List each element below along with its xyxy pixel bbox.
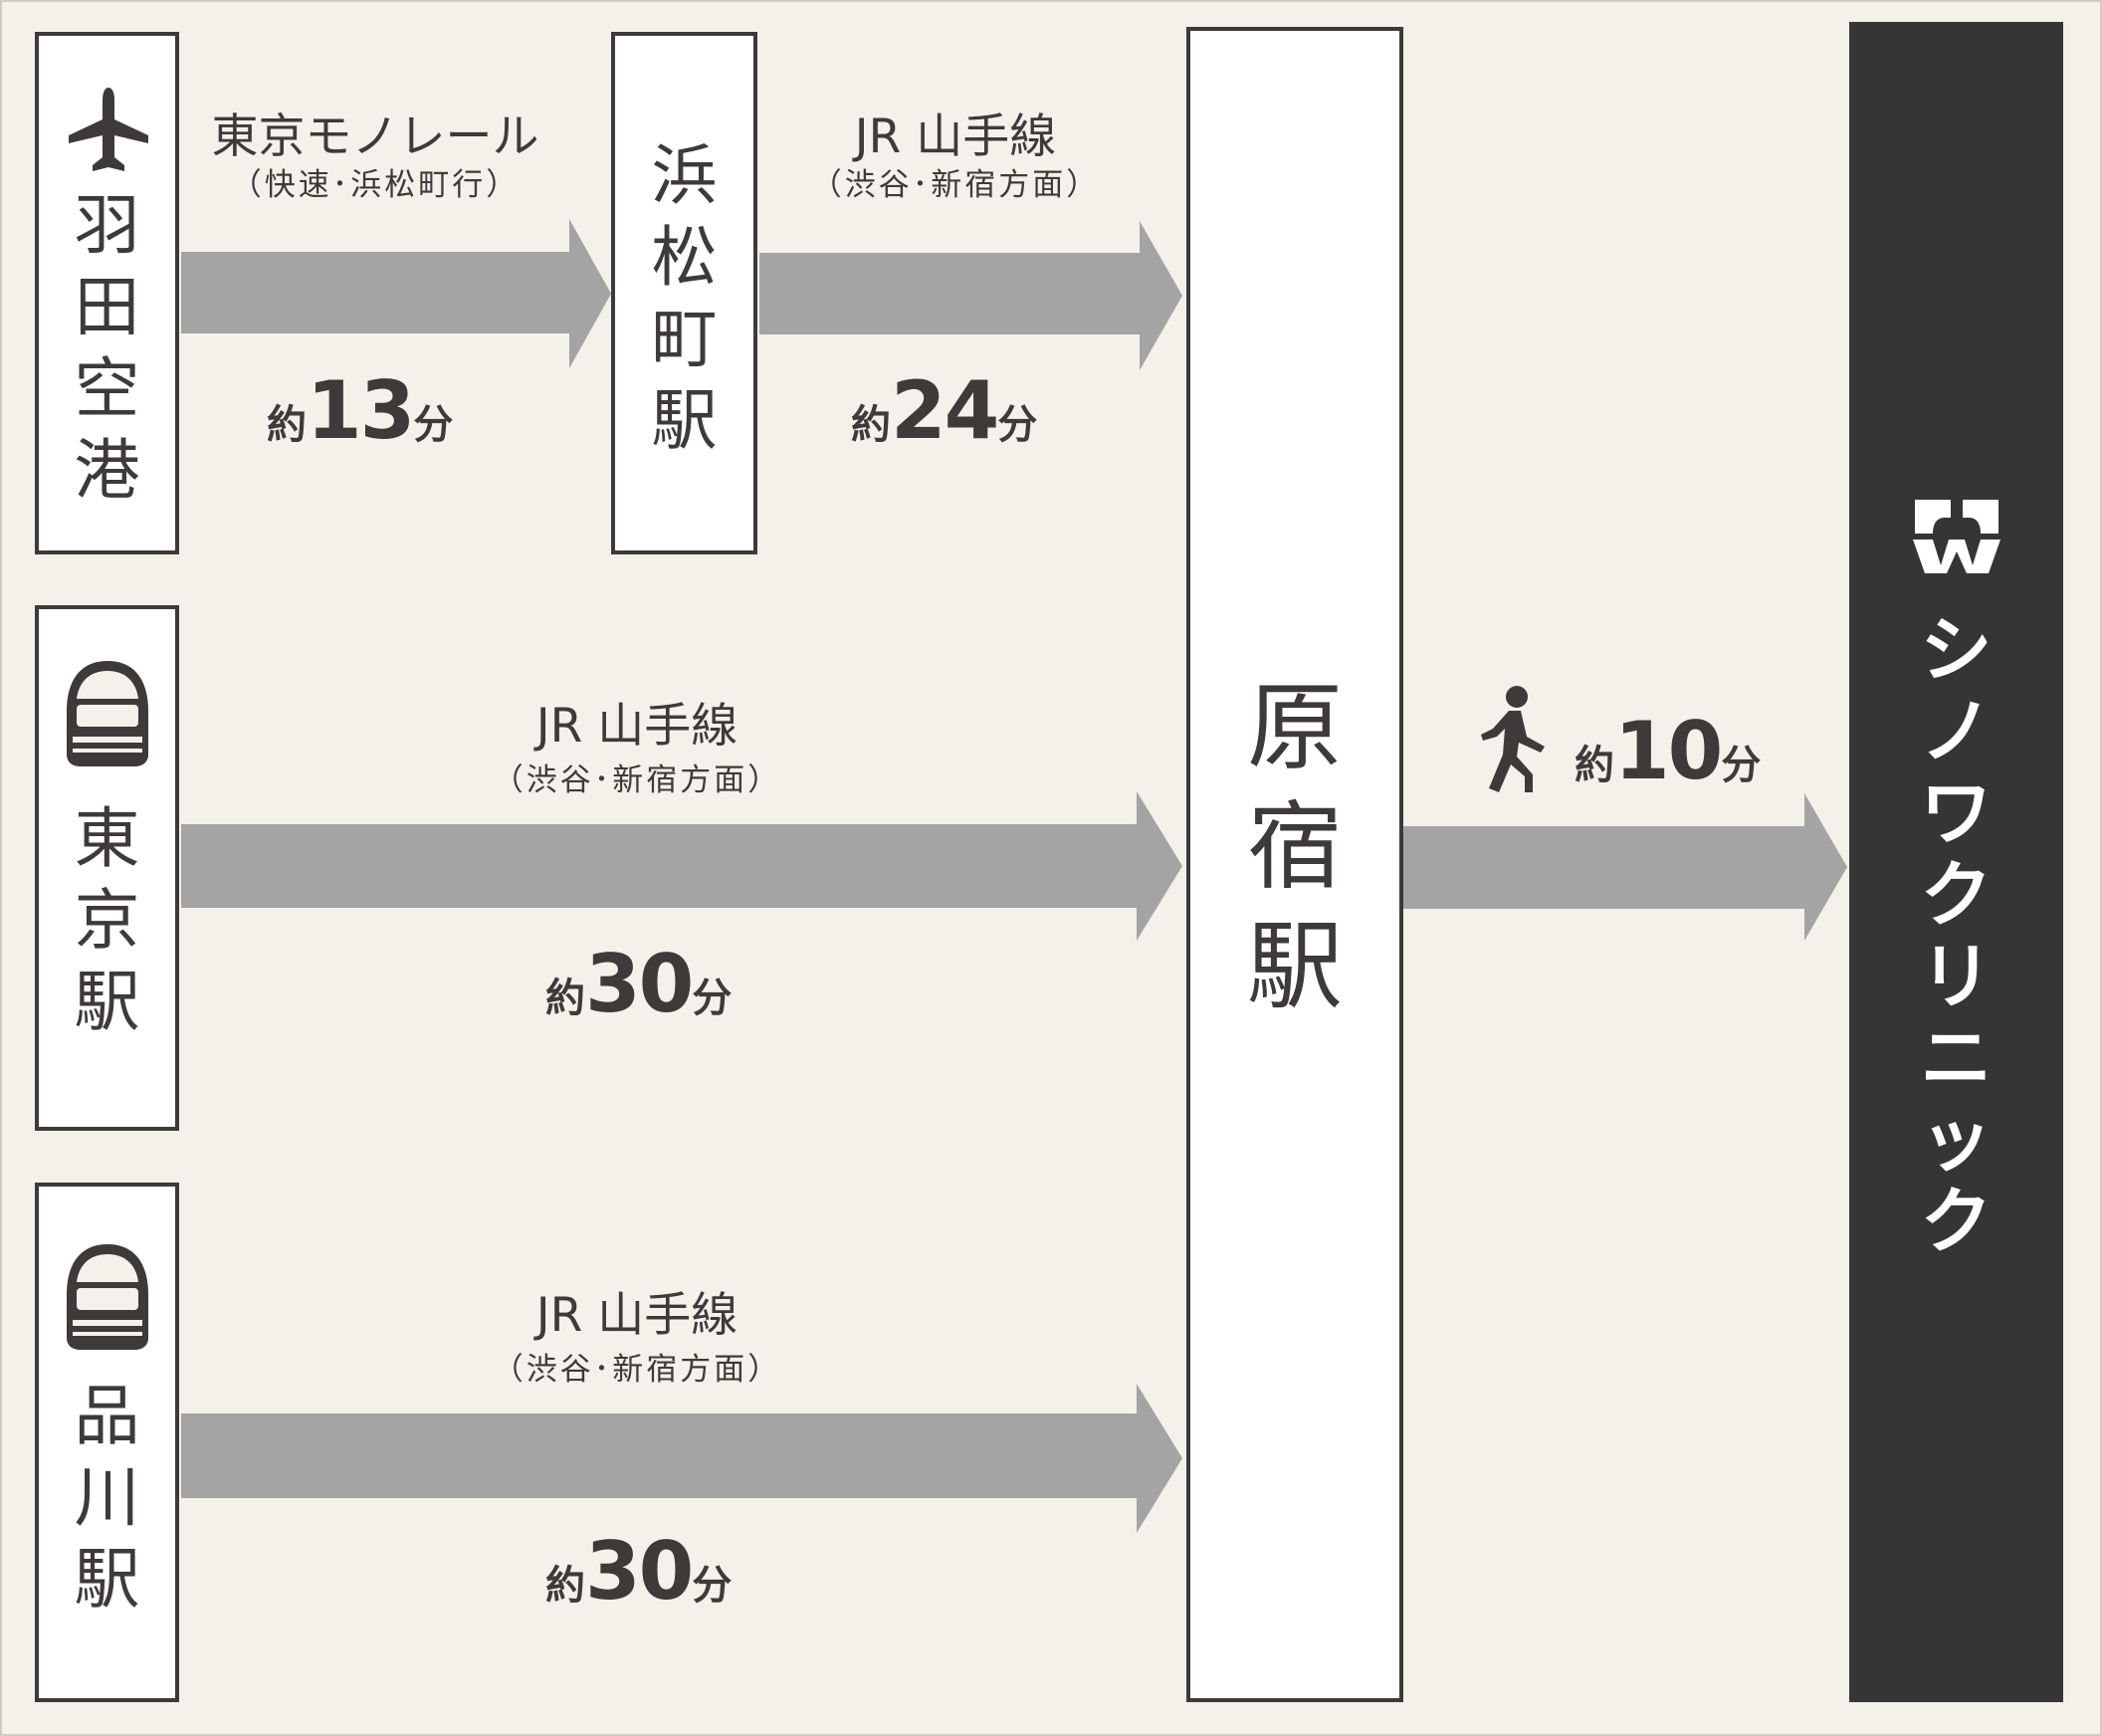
char: 駅	[651, 382, 718, 459]
time-prefix: 約	[545, 976, 585, 1021]
time-value: 13	[307, 364, 415, 457]
haneda-airport-box: 羽 田 空 港	[35, 32, 179, 554]
char: 原	[1247, 672, 1343, 783]
time-unit: 分	[1721, 743, 1762, 788]
char: リ	[1920, 935, 1993, 1018]
char: ク	[1920, 853, 1993, 937]
travel-time-walk: 約10分	[1575, 705, 1761, 797]
hamamatsucho-station-name: 浜 松 町 駅	[615, 135, 753, 462]
char: 空	[74, 350, 140, 427]
route-line-name: JR 山手線	[535, 699, 738, 754]
airplane-icon	[69, 88, 148, 171]
char: 川	[74, 1459, 140, 1536]
arrow-harajuku-to-clinic	[1403, 793, 1847, 941]
time-unit: 分	[997, 402, 1038, 448]
char: ノ	[1920, 690, 1993, 773]
char: 松	[651, 219, 718, 296]
arrow-haneda-to-hamamatsucho	[181, 219, 611, 368]
arrow-hamamatsucho-to-harajuku	[759, 221, 1182, 370]
char: 浜	[651, 137, 718, 214]
harajuku-station-name: 原 宿 駅	[1190, 668, 1399, 1026]
route-line-name: JR 山手線	[854, 109, 1057, 164]
char: 羽	[74, 187, 140, 264]
travel-time: 約13分	[267, 364, 453, 457]
char: 田	[74, 269, 140, 345]
time-prefix: 約	[851, 402, 891, 448]
time-prefix: 約	[1575, 743, 1614, 788]
harajuku-station-box: 原 宿 駅	[1186, 27, 1403, 1702]
arrow-shinagawa-to-harajuku	[181, 1384, 1182, 1533]
route-direction: （渋谷･新宿方面）	[810, 167, 1101, 203]
char: 駅	[74, 1541, 140, 1618]
char: 宿	[1247, 791, 1343, 903]
clinic-name: シ ノ ワ ク リ ニ ッ ク	[1849, 609, 2063, 1262]
char: 港	[74, 432, 140, 509]
route-line-name: JR 山手線	[535, 1288, 738, 1343]
time-value: 24	[891, 364, 999, 457]
char: ッ	[1920, 1098, 1993, 1182]
char: 品	[74, 1378, 140, 1454]
time-prefix: 約	[545, 1563, 585, 1609]
hamamatsucho-station-box: 浜 松 町 駅	[611, 32, 757, 554]
clinic-logo-icon	[1913, 500, 2000, 573]
time-unit: 分	[692, 976, 733, 1021]
walking-person-icon	[1481, 686, 1545, 792]
char: 京	[74, 882, 140, 959]
time-value: 10	[1614, 705, 1723, 797]
route-direction: （渋谷･新宿方面）	[492, 762, 782, 798]
shinagawa-station-name: 品 川 駅	[39, 1376, 175, 1621]
tokyo-station-box: 東 京 駅	[35, 605, 179, 1131]
travel-time: 約24分	[851, 364, 1037, 457]
shinkansen-icon	[67, 661, 148, 766]
haneda-airport-name: 羽 田 空 港	[39, 185, 175, 512]
char: ワ	[1920, 771, 1993, 855]
time-value: 30	[585, 938, 694, 1030]
char: 東	[74, 800, 140, 877]
time-unit: 分	[413, 402, 454, 448]
char: シ	[1920, 608, 1993, 692]
shinkansen-icon	[67, 1244, 148, 1350]
travel-time: 約30分	[545, 1525, 732, 1618]
route-line-name: 東京モノレール	[211, 109, 539, 164]
route-direction: （渋谷･新宿方面）	[492, 1352, 782, 1388]
char: 町	[651, 301, 718, 377]
clinic-column: シ ノ ワ ク リ ニ ッ ク	[1849, 22, 2063, 1702]
shinagawa-station-box: 品 川 駅	[35, 1183, 179, 1702]
char: 駅	[74, 964, 140, 1040]
route-direction: （快速･浜松町行）	[230, 167, 521, 203]
travel-time: 約30分	[545, 938, 732, 1030]
tokyo-station-name: 東 京 駅	[39, 798, 175, 1043]
arrow-tokyo-to-harajuku	[181, 791, 1182, 941]
char: ク	[1920, 1180, 1993, 1263]
char: ニ	[1920, 1016, 1993, 1100]
time-unit: 分	[692, 1563, 733, 1609]
time-prefix: 約	[267, 402, 307, 448]
time-value: 30	[585, 1525, 694, 1618]
char: 駅	[1247, 911, 1343, 1022]
